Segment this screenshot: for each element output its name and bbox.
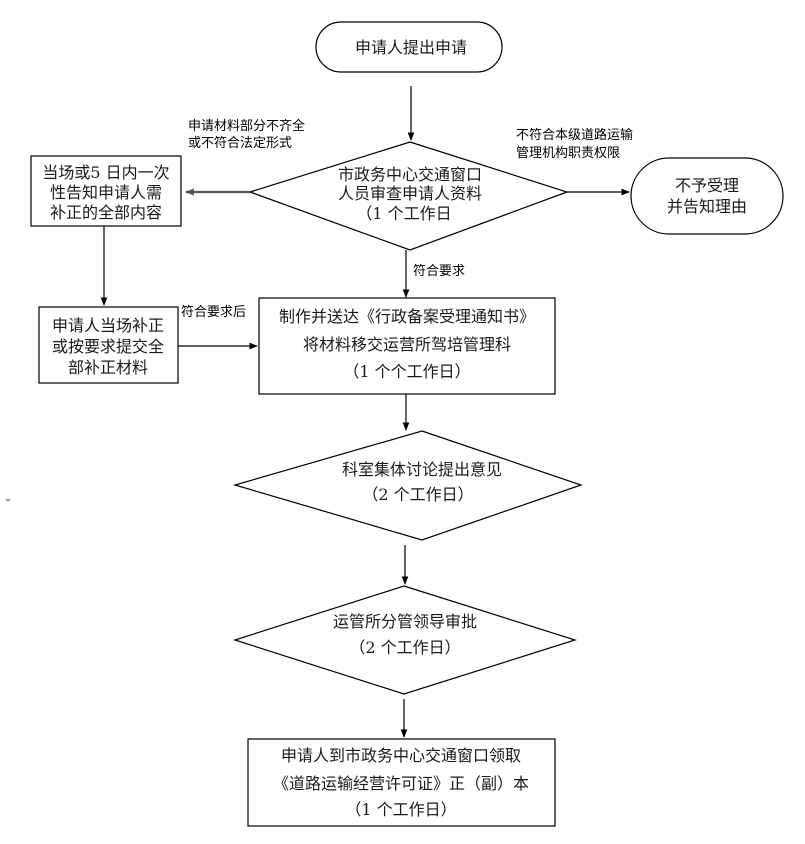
node-text-line: 申请人到市政务中心交通窗口领取 xyxy=(281,746,521,765)
node-approval-shape xyxy=(233,585,577,695)
node-review-shape xyxy=(248,141,569,251)
node-issue-notice: 制作并送达《行政备案受理通知书》 将材料移交运营所驾培管理科 （1 个个工作日） xyxy=(279,307,535,381)
edge-label-line: 不符合本级道路运输 xyxy=(516,127,633,143)
edge-label-line: 或不符合法定形式 xyxy=(188,135,292,151)
edge-label-line: 符合要求后 xyxy=(181,304,246,320)
node-submit-correction-shape xyxy=(38,306,179,384)
node-text-line: 并告知理由 xyxy=(667,197,747,216)
node-text-line: 或按要求提交全 xyxy=(52,337,164,356)
node-text-line: 运管所分管领导审批 xyxy=(333,612,477,631)
node-text-line: 部补正材料 xyxy=(68,358,148,377)
edge-label-line: 符合要求 xyxy=(413,263,465,279)
node-discussion: 科室集体讨论提出意见 （2 个工作日） xyxy=(342,460,502,504)
node-notify-correction-shape xyxy=(30,155,182,227)
edge-label-incomplete: 申请材料部分不齐全 或不符合法定形式 xyxy=(188,118,305,151)
node-text-line: （2 个工作日） xyxy=(349,638,460,657)
edge-label-line: 申请材料部分不齐全 xyxy=(188,118,305,134)
node-review: 市政务中心交通窗口 人员审查申请人资料 （1 个工作日 xyxy=(338,165,482,223)
stray-mark xyxy=(5,499,11,502)
node-start-shape xyxy=(315,21,503,73)
node-text-line: 《道路运输经营许可证》正（副）本 xyxy=(273,774,529,793)
node-issue-notice-shape xyxy=(258,297,556,395)
node-text-line: 补正的全部内容 xyxy=(50,203,162,222)
node-collect-shape xyxy=(247,738,556,827)
edge-label-after-correction: 符合要求后 xyxy=(181,304,246,320)
node-reject-shape xyxy=(630,157,784,235)
node-notify-correction: 当场或5 日内一次 性告知申请人需 补正的全部内容 xyxy=(42,163,169,222)
node-text-line: 申请人当场补正 xyxy=(52,316,164,335)
node-text-line: （2 个工作日） xyxy=(362,485,473,504)
node-text-line: 当场或5 日内一次 xyxy=(42,163,169,182)
node-text-line: 性告知申请人需 xyxy=(50,183,162,202)
node-text-line: （1 个工作日 xyxy=(356,204,451,223)
node-start: 申请人提出申请 xyxy=(355,38,467,57)
node-text-line: （1 个个工作日） xyxy=(343,362,470,381)
node-text-line: 将材料移交运营所驾培管理科 xyxy=(303,335,511,354)
edge-label-meets-requirements: 符合要求 xyxy=(413,263,465,279)
node-reject: 不予受理 并告知理由 xyxy=(667,176,747,216)
node-collect: 申请人到市政务中心交通窗口领取 《道路运输经营许可证》正（副）本 （1 个工作日… xyxy=(273,746,529,819)
edge-label-out-of-scope: 不符合本级道路运输 管理机构职责权限 xyxy=(516,127,633,161)
node-text-line: （1 个工作日） xyxy=(345,800,456,819)
node-approval: 运管所分管领导审批 （2 个工作日） xyxy=(333,612,477,657)
edge-label-line: 管理机构职责权限 xyxy=(516,145,620,161)
node-text-line: 科室集体讨论提出意见 xyxy=(342,460,502,479)
node-text-line: 人员审查申请人资料 xyxy=(338,184,482,203)
node-text-line: 不予受理 xyxy=(675,176,739,195)
node-text-line: 申请人提出申请 xyxy=(355,38,467,57)
node-text-line: 制作并送达《行政备案受理通知书》 xyxy=(279,307,535,326)
node-discussion-shape xyxy=(232,430,583,541)
node-submit-correction: 申请人当场补正 或按要求提交全 部补正材料 xyxy=(52,316,164,377)
node-text-line: 市政务中心交通窗口 xyxy=(338,165,482,184)
